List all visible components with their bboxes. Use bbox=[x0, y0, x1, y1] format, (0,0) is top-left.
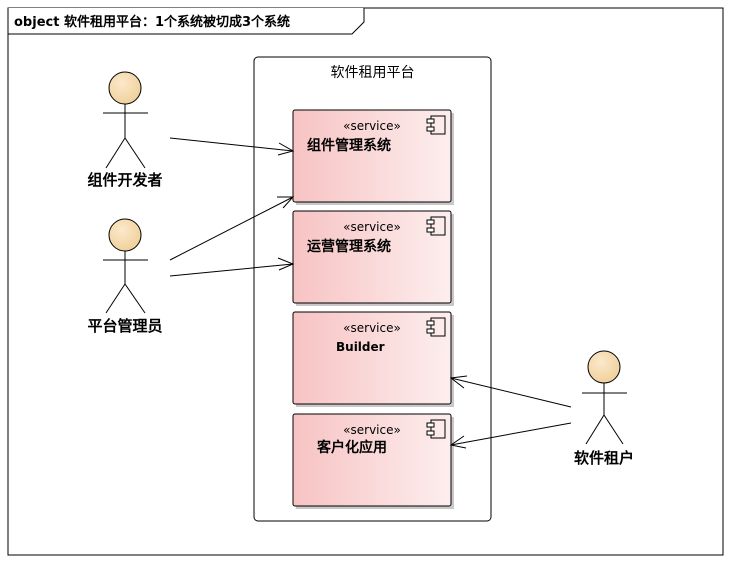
component-stereotype: «service» bbox=[343, 423, 401, 437]
association-line bbox=[450, 422, 572, 446]
arrowhead bbox=[277, 196, 295, 209]
actor-head bbox=[587, 350, 621, 384]
component-stereotype: «service» bbox=[343, 321, 401, 335]
actor-right-leg bbox=[124, 137, 146, 169]
actor-组件开发者[interactable] bbox=[103, 71, 148, 169]
boundary-title: 软件租用平台 bbox=[330, 65, 415, 81]
component-客户化应用[interactable] bbox=[292, 413, 454, 509]
association-line bbox=[169, 137, 294, 152]
arrowhead bbox=[449, 375, 468, 389]
actor-left-leg bbox=[105, 283, 126, 314]
actor-软件租户[interactable] bbox=[582, 350, 627, 445]
component-运营管理系统[interactable] bbox=[292, 210, 454, 306]
component-name: 客户化应用 bbox=[317, 440, 387, 456]
actor-left-leg bbox=[105, 137, 126, 169]
actor-label: 平台管理员 bbox=[87, 317, 163, 335]
association-line bbox=[450, 377, 572, 408]
actor-right-leg bbox=[124, 283, 146, 314]
component-box bbox=[292, 311, 452, 405]
association-line bbox=[169, 196, 294, 261]
association-line bbox=[169, 263, 294, 277]
actor-head bbox=[108, 218, 142, 252]
component-name: 组件管理系统 bbox=[307, 138, 391, 154]
arrowhead bbox=[449, 435, 467, 449]
frame-title-tab bbox=[7, 8, 365, 35]
component-box bbox=[292, 413, 452, 507]
component-icon bbox=[426, 419, 446, 439]
component-icon bbox=[426, 115, 446, 135]
component-box bbox=[292, 210, 452, 304]
actor-right-leg bbox=[603, 414, 624, 445]
actor-label: 组件开发者 bbox=[87, 171, 163, 189]
component-builder[interactable] bbox=[292, 311, 454, 407]
component-stereotype: «service» bbox=[343, 119, 401, 133]
frame-keyword: object bbox=[14, 15, 60, 30]
frame-title: object 软件租用平台：1个系统被切成3个系统 bbox=[14, 11, 290, 30]
component-icon bbox=[426, 216, 446, 236]
component-组件管理系统[interactable] bbox=[292, 109, 454, 205]
associations bbox=[169, 137, 572, 449]
arrowhead bbox=[277, 257, 295, 271]
arrowhead bbox=[277, 142, 295, 156]
component-name: 运营管理系统 bbox=[307, 239, 391, 255]
component-name: Builder bbox=[336, 340, 385, 354]
component-icon bbox=[426, 317, 446, 337]
component-box bbox=[292, 109, 452, 203]
actor-left-leg bbox=[585, 414, 605, 445]
actor-平台管理员[interactable] bbox=[103, 218, 148, 314]
component-stereotype: «service» bbox=[343, 220, 401, 234]
actor-label: 软件租户 bbox=[573, 449, 634, 467]
frame-title-text: 软件租用平台：1个系统被切成3个系统 bbox=[63, 15, 291, 30]
actor-head bbox=[108, 71, 142, 105]
